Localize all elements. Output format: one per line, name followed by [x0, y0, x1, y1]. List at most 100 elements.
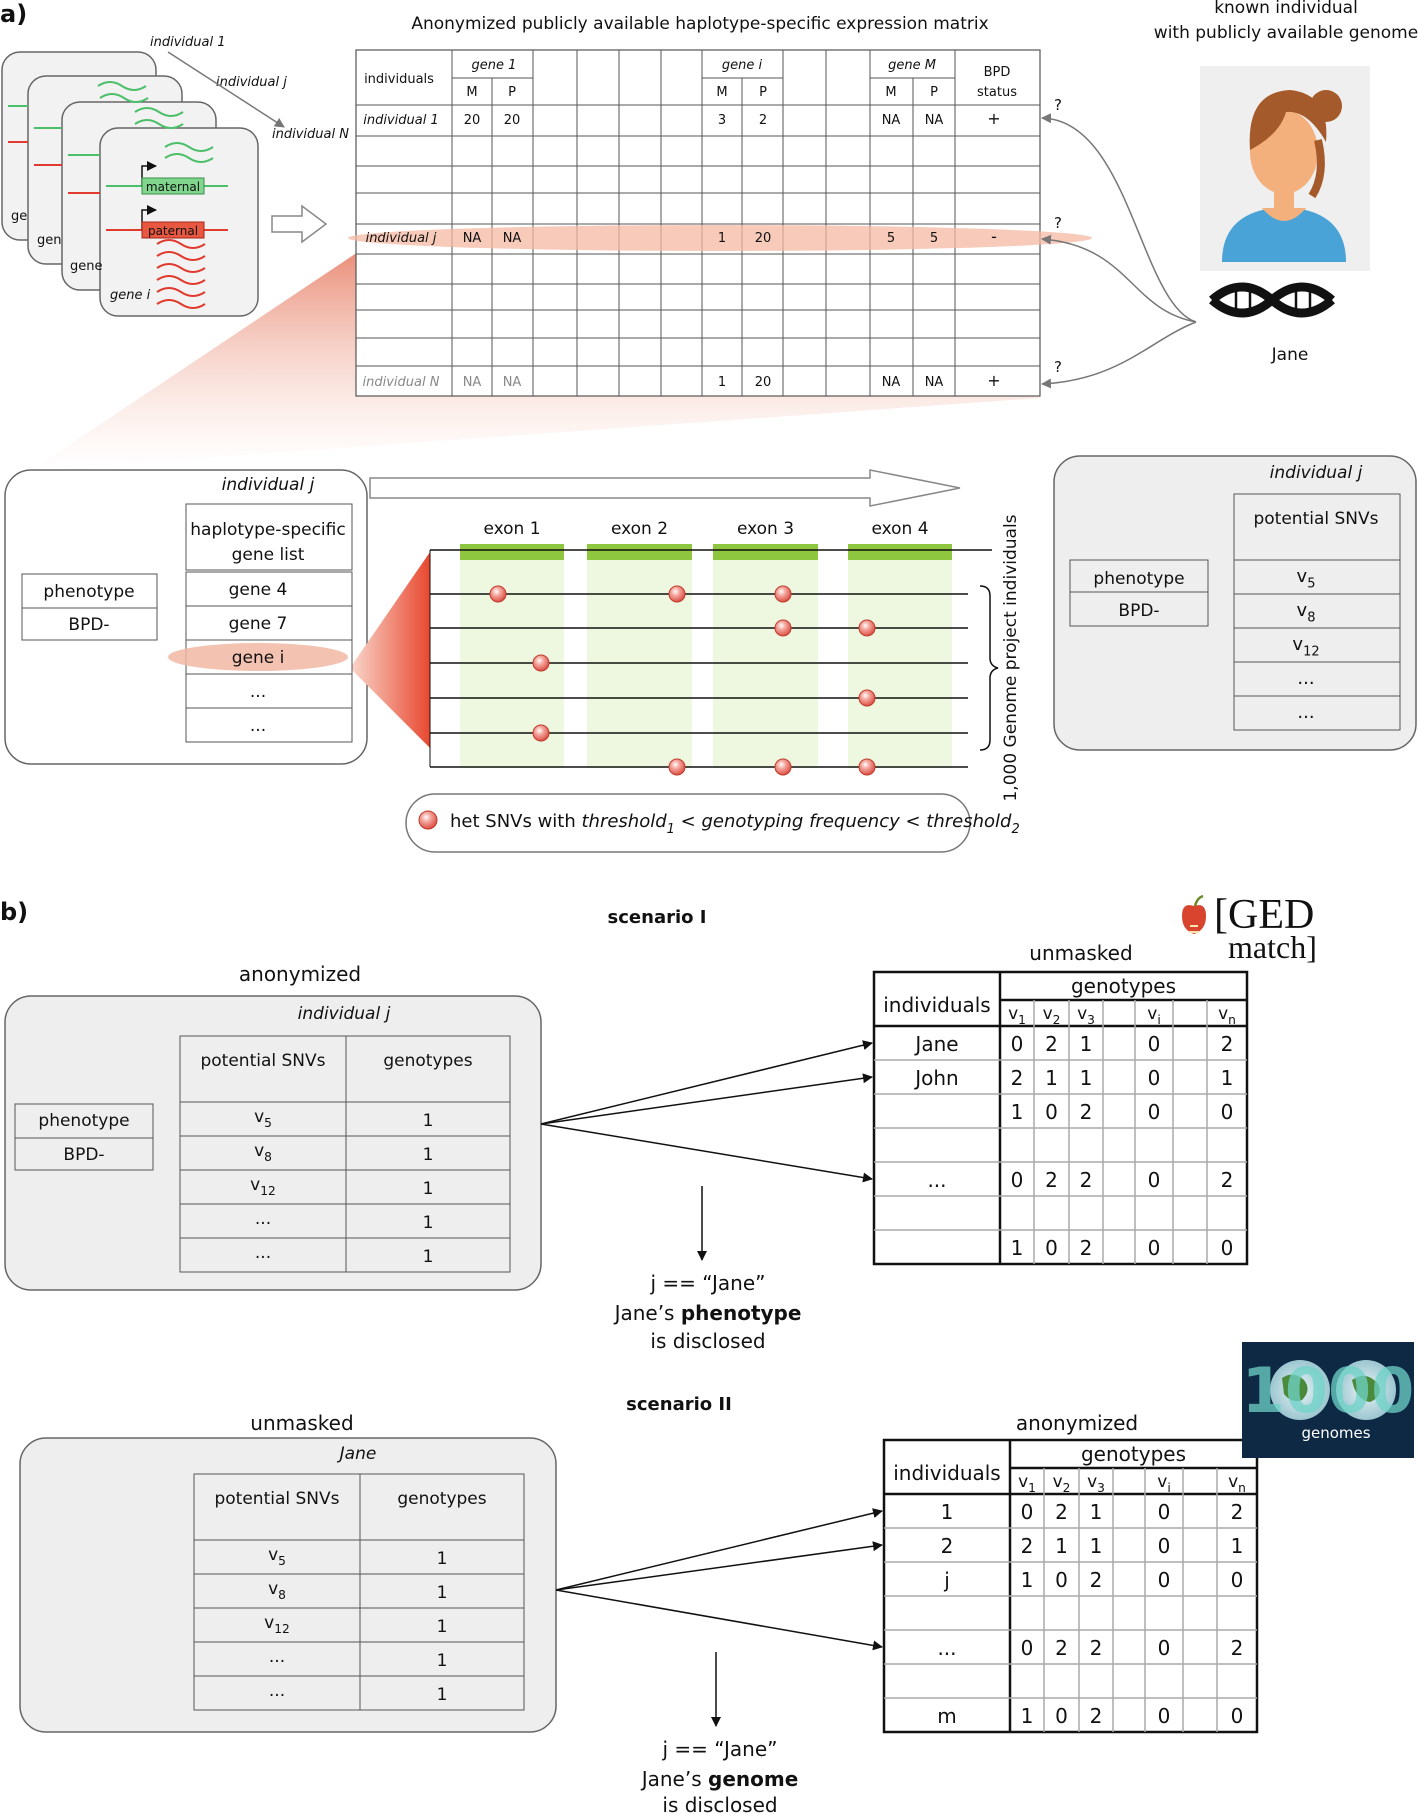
query-snv-item: v12 [264, 1613, 290, 1636]
matrix-question-mark: ? [1054, 358, 1062, 376]
gedmatch-logo: [GED match] [1182, 892, 1317, 965]
het-snv-marker [858, 758, 876, 776]
query-snv-item: v12 [250, 1175, 276, 1198]
matrix-subheader-p: P [508, 85, 516, 100]
db-genotype-cell: 2 [1080, 1236, 1093, 1260]
gene-list-item: ... [250, 716, 266, 736]
jane-avatar [1200, 66, 1370, 271]
1000-genomes-logo-text: 1000 [1242, 1354, 1415, 1427]
scenario2-left-heading: unmasked [250, 1411, 353, 1435]
match-arrow [555, 1508, 883, 1591]
scenario1-right-heading: unmasked [1029, 941, 1132, 965]
exon-shade [848, 548, 952, 768]
het-snv-marker [532, 724, 550, 742]
matrix-subheader-m: M [716, 85, 727, 100]
matrix-question-mark: ? [1054, 96, 1062, 114]
matrix-cell: 1 [718, 231, 726, 246]
right-snv-item: ... [1297, 668, 1314, 689]
scenario1-result-line3: is disclosed [650, 1329, 765, 1353]
db-genotype-cell: 1 [1080, 1032, 1093, 1056]
matrix-cell: 3 [718, 113, 726, 128]
matrix-subheader-m: M [885, 85, 896, 100]
snv-legend [405, 793, 971, 853]
db-genotype-cell: 1 [1021, 1704, 1034, 1728]
query-snv-item: v5 [268, 1545, 286, 1568]
query-genotype-value: 1 [423, 1145, 434, 1165]
gene-list-item: gene 7 [229, 614, 288, 634]
jane-name-label: Jane [1271, 345, 1309, 365]
scenario1-result-line1: j == “Jane” [649, 1271, 765, 1295]
right-snv-header: potential SNVs [1253, 509, 1378, 529]
matrix-cell: NA [882, 113, 901, 128]
matrix-cell: NA [463, 231, 482, 246]
matrix-cell: NA [882, 375, 901, 390]
1000-genomes-logo-sub: genomes [1301, 1424, 1370, 1442]
matrix-cell: 20 [755, 375, 772, 390]
db-genotype-cell: 1 [1090, 1500, 1103, 1524]
card-gene-i-label: gene i [110, 288, 151, 303]
het-snv-marker [774, 585, 792, 603]
db-snv-col-header: v1 [1018, 1472, 1036, 1495]
db-genotype-cell: 2 [1021, 1534, 1034, 1558]
db-genotype-cell: 0 [1055, 1704, 1068, 1728]
gene-list-header-line2: gene list [232, 545, 305, 565]
db-genotype-cell: 1 [1011, 1100, 1024, 1124]
query-genotype-value: 1 [423, 1213, 434, 1233]
het-snv-marker [668, 585, 686, 603]
db-genotype-cell: 2 [1055, 1636, 1068, 1660]
expression-matrix [355, 49, 1041, 397]
right-snv-item: v5 [1297, 566, 1316, 591]
db-genotype-cell: 0 [1011, 1032, 1024, 1056]
db-genotype-cell: 1 [1080, 1066, 1093, 1090]
db-row-name: m [937, 1704, 956, 1728]
exon-axis-label: 1,000 Genome project individuals [1001, 514, 1021, 801]
het-snv-marker [774, 758, 792, 776]
right-phenotype-label: phenotype [1093, 569, 1184, 589]
query-snv-item: ... [255, 1209, 271, 1229]
exon-block [713, 544, 818, 560]
query-genotype-header: genotypes [383, 1051, 472, 1071]
matrix-row-name: individual 1 [363, 113, 439, 128]
scenario2-result-line1: j == “Jane” [661, 1737, 777, 1761]
matrix-cell: NA [503, 231, 522, 246]
db-genotype-cell: 0 [1021, 1636, 1034, 1660]
db-genotype-cell: 2 [1055, 1500, 1068, 1524]
exon-label: exon 1 [483, 519, 540, 539]
matrix-subheader-p: P [930, 85, 938, 100]
db-genotype-cell: 0 [1148, 1066, 1161, 1090]
query-genotype-value: 1 [423, 1111, 434, 1131]
db-genotype-cell: 1 [1090, 1534, 1103, 1558]
dna-helix-icon [1209, 282, 1335, 318]
jane-to-row1-arrow [1041, 113, 1197, 323]
exon-shade [713, 548, 818, 768]
right-phenotype-value: BPD- [1118, 601, 1159, 621]
panel-b-label: b) [0, 898, 28, 926]
db-snv-col-header: v3 [1087, 1472, 1105, 1495]
query-snv-item: ... [269, 1681, 285, 1701]
db-row-name: John [913, 1066, 959, 1090]
db-snv-col-header: v3 [1077, 1004, 1095, 1027]
db-genotype-cell: 0 [1148, 1100, 1161, 1124]
db-genotype-cell: 0 [1158, 1500, 1171, 1524]
scenario2-title: scenario II [626, 1394, 732, 1415]
known-individual-line1: known individual [1214, 0, 1358, 18]
gene-list-box-title: individual j [222, 475, 315, 495]
db-genotype-cell: 0 [1231, 1704, 1244, 1728]
db-genotype-cell: 2 [1090, 1704, 1103, 1728]
db-row-name: 2 [941, 1534, 954, 1558]
db-genotype-cell: 2 [1045, 1032, 1058, 1056]
jane-to-rowN-arrow [1041, 321, 1197, 389]
gene-list-item: ... [250, 682, 266, 702]
card-gene-clip-2: gen [37, 233, 62, 248]
gene-list-item: gene i [232, 648, 285, 668]
matrix-bpd-status: + [987, 109, 1000, 128]
paternal-label: paternal [148, 224, 198, 238]
matrix-question-mark: ? [1054, 214, 1062, 232]
query-snv-item: v8 [268, 1579, 286, 1602]
db-snv-col-header: vi [1157, 1472, 1170, 1495]
exon-shade [587, 548, 692, 768]
db-genotype-cell: 1 [1231, 1534, 1244, 1558]
query-genotype-value: 1 [437, 1685, 448, 1705]
matrix-col-bpd-line2: status [977, 85, 1017, 100]
query-snv-item: v8 [254, 1141, 272, 1164]
